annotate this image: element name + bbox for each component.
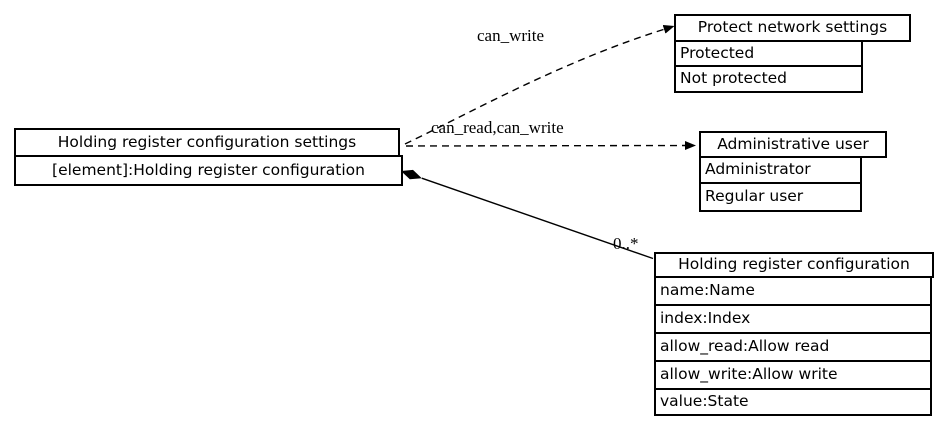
edge-composition [421, 177, 654, 260]
class-settings-header: Holding register configuration settings [14, 128, 400, 157]
enum-value-not-protected: Not protected [674, 65, 863, 93]
attribute-allow-write: allow_write:Allow write [654, 360, 932, 390]
attribute-name: name:Name [654, 276, 932, 306]
enum-value-regular-user: Regular user [699, 182, 862, 212]
edge-can-read-can-write [405, 141, 696, 151]
attribute-allow-read: allow_read:Allow read [654, 332, 932, 362]
class-settings-attribute: [element]:Holding register configuration [14, 155, 403, 186]
attribute-index: index:Index [654, 304, 932, 334]
composition-diamond-icon [401, 169, 422, 180]
enum-value-administrator: Administrator [699, 156, 862, 184]
class-administrative-user-header: Administrative user [699, 131, 887, 158]
edge-label-can-read-can-write: can_read,can_write [431, 118, 564, 137]
attribute-value-state: value:State [654, 388, 932, 416]
class-protect-network-header: Protect network settings [674, 14, 911, 42]
edge-can-write [404, 25, 675, 145]
edge-label-can-write: can_write [477, 26, 545, 45]
class-holding-register-header: Holding register configuration [654, 252, 934, 278]
edge-label-multiplicity: 0..* [613, 234, 639, 253]
enum-value-protected: Protected [674, 40, 863, 67]
